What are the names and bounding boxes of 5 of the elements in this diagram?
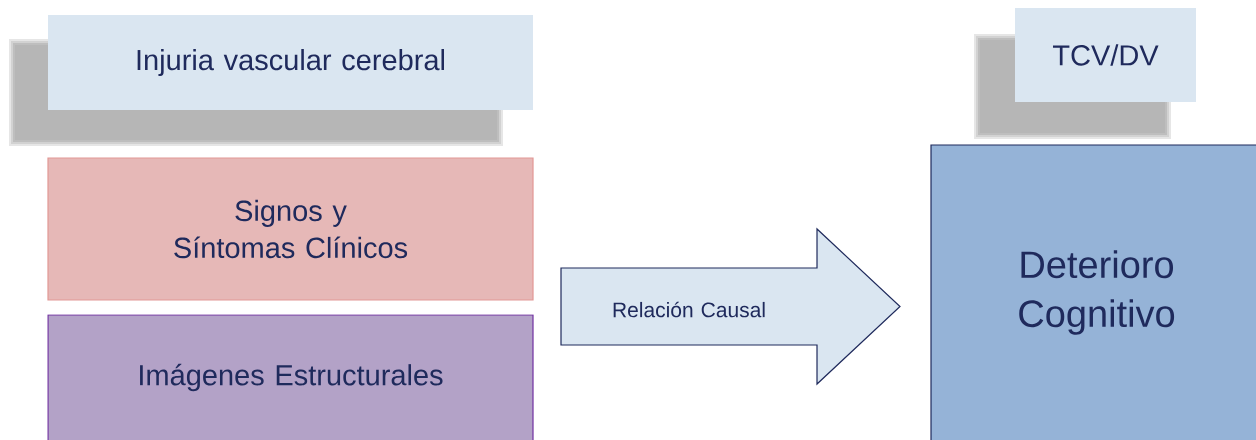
process-box: Imágenes Estructurales [47,314,534,440]
process-box: Injuria vascular cerebral [48,15,533,110]
process-box: Signos y Síntomas Clínicos [47,157,534,301]
process-box: TCV/DV [1015,8,1196,102]
process-box: Deterioro Cognitivo [930,144,1256,440]
